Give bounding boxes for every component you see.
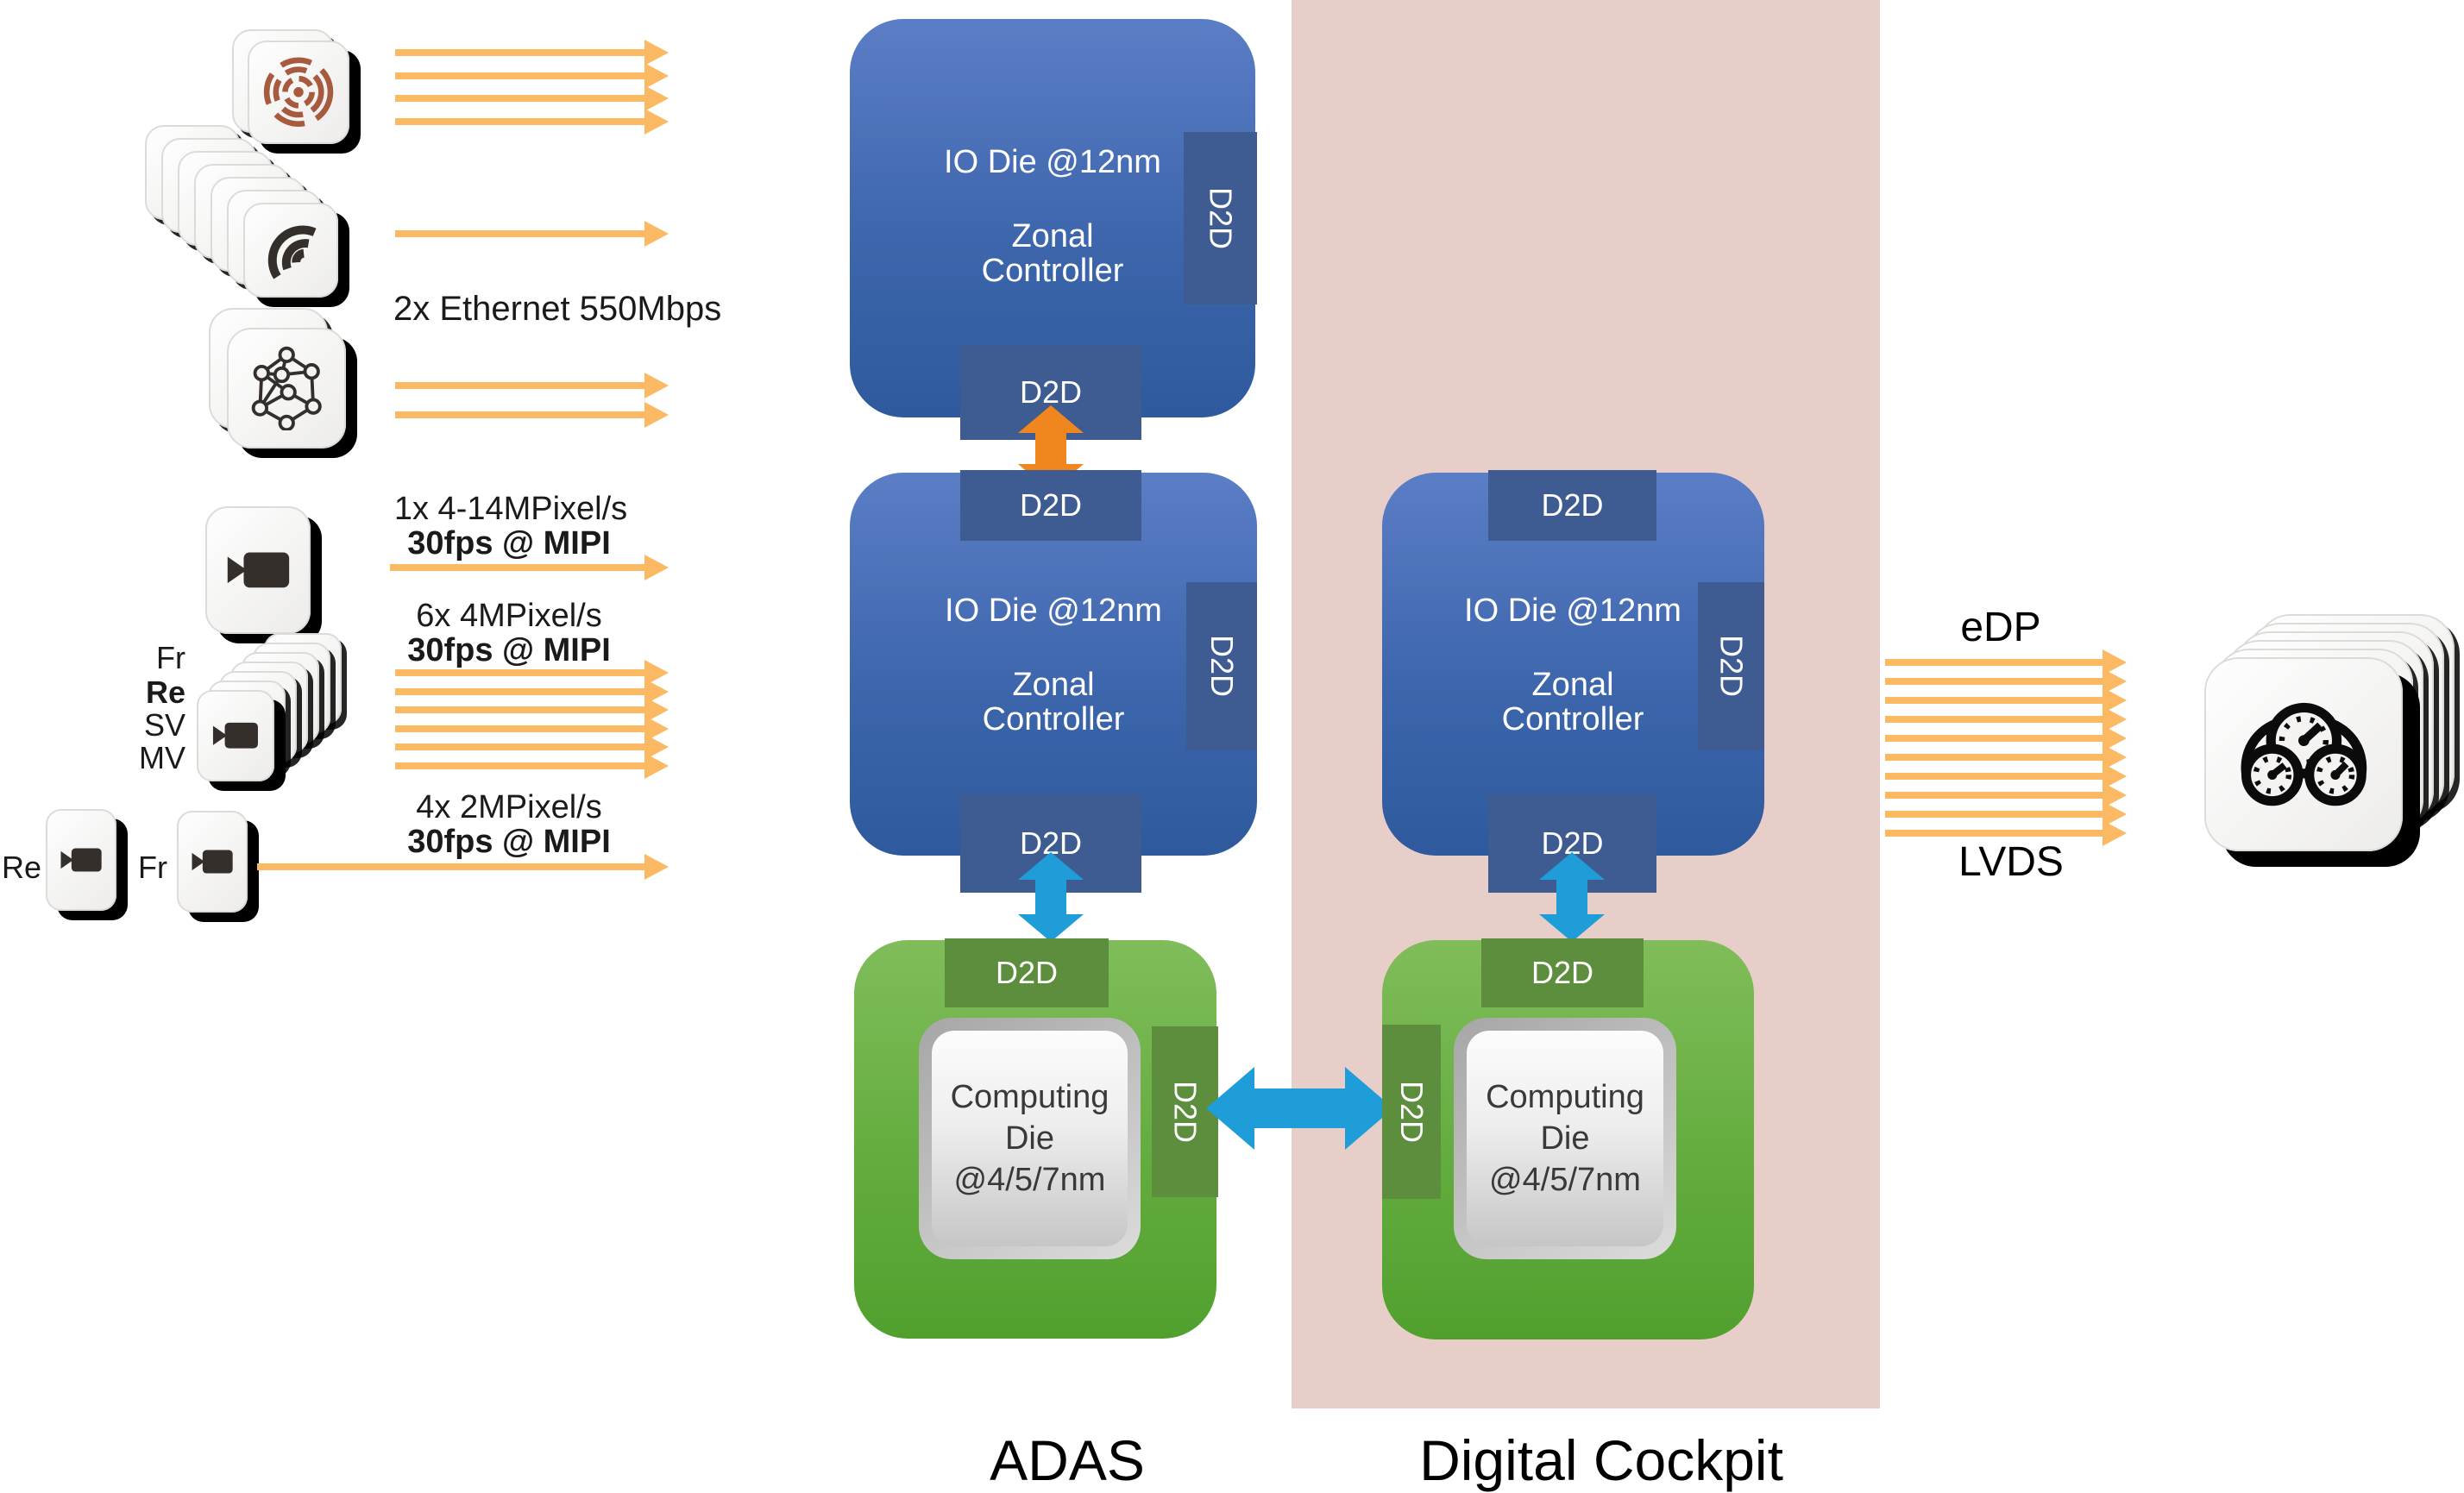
computing-die-line2: Die [1540, 1120, 1590, 1157]
camera-front-card [177, 811, 248, 913]
mipi-1x-arrow [390, 554, 669, 581]
zonal-controller-line2: Controller [982, 701, 1125, 737]
audio-flow-arrow [395, 220, 669, 248]
d2d-port: D2D [1382, 1025, 1441, 1199]
d2d-link-arrow-blue [1018, 852, 1084, 942]
display-out-arrow [1885, 819, 2127, 847]
computing-die-line2: Die [1004, 1120, 1055, 1157]
d2d-port: D2D [1698, 582, 1764, 750]
computing-die-line1: Computing [1486, 1079, 1644, 1115]
computing-die-line1: Computing [950, 1079, 1109, 1115]
radar-flow-arrow [395, 62, 669, 90]
cam1x-fps-label: 30fps @ MIPI [407, 525, 611, 561]
video-camera-icon [60, 848, 102, 872]
cam4x-rate-label: 4x 2MPixel/s [416, 789, 602, 825]
d2d-port: D2D [1481, 938, 1644, 1007]
camera-rear-label: Re [2, 850, 42, 885]
ethernet-label: 2x Ethernet 550Mbps [393, 290, 722, 328]
camera-rear-card [46, 809, 116, 911]
radar-flow-arrow [395, 39, 669, 66]
camera-1x-card [205, 506, 311, 634]
io-die-title: IO Die @12nm [945, 593, 1162, 629]
computing-die-line3: @4/5/7nm [1489, 1162, 1641, 1198]
d2d-port: D2D [960, 470, 1141, 541]
d2d-link-arrow-blue [1539, 852, 1605, 942]
mipi-4x-arrow [257, 853, 669, 881]
cam6x-fps-label: 30fps @ MIPI [407, 632, 611, 668]
audio-sensor-card [243, 203, 338, 298]
camera-position-mv: MV [139, 740, 185, 775]
zonal-controller-line2: Controller [981, 253, 1124, 289]
zonal-controller-line1: Zonal [1012, 667, 1095, 703]
d2d-link-arrow-horizontal [1206, 1067, 1393, 1150]
d2d-port: D2D [1152, 1026, 1218, 1197]
camera-position-fr: Fr [156, 640, 185, 675]
zonal-controller-line1: Zonal [1531, 667, 1614, 703]
speaker-waves-icon [258, 217, 324, 283]
cockpit-section-label: Digital Cockpit [1419, 1428, 1783, 1492]
adas-computing-die: Computing Die @4/5/7nm [919, 1018, 1141, 1259]
mipi-6x-arrow [395, 752, 669, 780]
network-sensor-card [227, 328, 346, 449]
d2d-port: D2D [945, 938, 1109, 1007]
ethernet-flow-arrow [395, 401, 669, 429]
radar-flow-arrow [395, 85, 669, 112]
lvds-label: LVDS [1958, 839, 2064, 885]
gauge-cluster-icon [2234, 686, 2374, 823]
ethernet-flow-arrow [395, 372, 669, 399]
d2d-port: D2D [1184, 132, 1257, 304]
radar-sensor-card [248, 41, 349, 144]
computing-die-line3: @4/5/7nm [953, 1162, 1106, 1198]
zonal-controller-line2: Controller [1501, 701, 1644, 737]
d2d-port: D2D [1488, 470, 1656, 541]
camera-6x-card [197, 690, 274, 781]
video-camera-icon [227, 552, 289, 588]
mesh-network-icon [251, 346, 322, 430]
display-cluster-card [2204, 657, 2403, 851]
io-die-title: IO Die @12nm [944, 144, 1161, 180]
cam4x-fps-label: 30fps @ MIPI [407, 824, 611, 860]
cam1x-rate-label: 1x 4-14MPixel/s [393, 491, 628, 527]
adas-section-label: ADAS [990, 1428, 1145, 1492]
camera-position-sv: SV [143, 707, 185, 743]
cam6x-rate-label: 6x 4MPixel/s [416, 598, 602, 634]
camera-position-re: Re [145, 674, 185, 710]
radar-flow-arrow [395, 108, 669, 135]
radar-icon [263, 56, 334, 129]
zonal-controller-line1: Zonal [1011, 218, 1094, 254]
video-camera-icon [212, 723, 258, 749]
d2d-port: D2D [1186, 582, 1257, 750]
cockpit-computing-die: Computing Die @4/5/7nm [1454, 1018, 1676, 1259]
io-die-title: IO Die @12nm [1464, 593, 1681, 629]
video-camera-icon [192, 850, 233, 874]
edp-label: eDP [1960, 605, 2041, 650]
camera-front-label: Fr [138, 850, 167, 885]
